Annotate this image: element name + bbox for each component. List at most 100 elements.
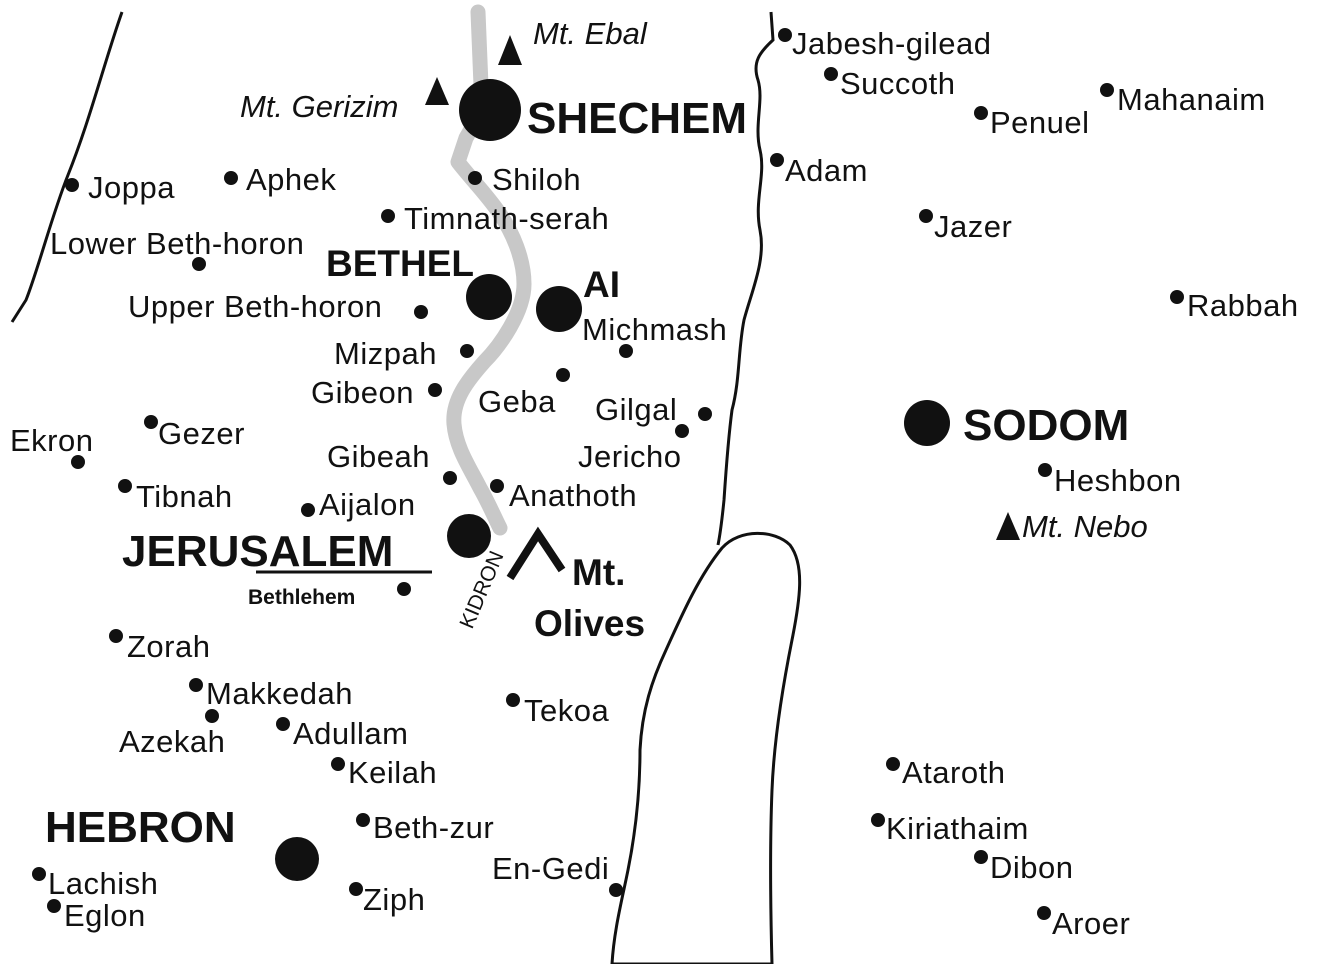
jerusalem-marker (447, 514, 491, 558)
kidron-label: KIDRON (455, 548, 508, 632)
mahanaim-label: Mahanaim (1117, 82, 1266, 117)
gibeah-dot (443, 471, 457, 485)
adam-dot (770, 153, 784, 167)
aphek-label: Aphek (246, 162, 336, 197)
rabbah-label: Rabbah (1187, 288, 1299, 323)
adam-label: Adam (785, 153, 868, 188)
gibeon-label: Gibeon (311, 375, 414, 410)
gezer-label: Gezer (158, 416, 245, 451)
shiloh-label: Shiloh (492, 162, 581, 197)
bethel-marker (466, 274, 512, 320)
geba-dot (556, 368, 570, 382)
dibon-label: Dibon (990, 850, 1074, 885)
azekah-label: Azekah (119, 724, 225, 759)
dibon-dot (974, 850, 988, 864)
kiriathaim-dot (871, 813, 885, 827)
ziph-label: Ziph (363, 882, 425, 917)
lachish-dot (32, 867, 46, 881)
lachish-label: Lachish (48, 866, 158, 901)
tekoa-label: Tekoa (524, 693, 609, 728)
michmash-label: Michmash (582, 312, 727, 347)
adullam-dot (276, 717, 290, 731)
mt-nebo-icon (996, 512, 1020, 540)
gezer-dot (144, 415, 158, 429)
tibnah-dot (118, 479, 132, 493)
sodom-label: SODOM (963, 401, 1129, 450)
ai-marker (536, 286, 582, 332)
heshbon-label: Heshbon (1054, 463, 1182, 498)
lower-beth-horon-label: Lower Beth-horon (50, 226, 304, 261)
mt-olives-label-line1: Mt. (572, 552, 625, 593)
heshbon-dot (1038, 463, 1052, 477)
rabbah-dot (1170, 290, 1184, 304)
shechem-marker (459, 79, 521, 141)
keilah-label: Keilah (348, 755, 437, 790)
upper-beth-horon-dot (414, 305, 428, 319)
ekron-label: Ekron (10, 423, 93, 458)
geba-label: Geba (478, 384, 556, 419)
penuel-dot (974, 106, 988, 120)
mt-ebal-icon (498, 35, 522, 65)
aroer-dot (1037, 906, 1051, 920)
dead-sea (610, 531, 802, 964)
jericho-label: Jericho (578, 439, 681, 474)
hebron-label: HEBRON (45, 803, 236, 852)
jerusalem-label-part2: SALEM (239, 527, 393, 576)
coastline (10, 11, 124, 323)
bethlehem-dot (397, 582, 411, 596)
mt-gerizim-label: Mt. Gerizim (240, 89, 398, 124)
bethel-label: BETHEL (326, 243, 474, 284)
makkedah-label: Makkedah (206, 676, 353, 711)
jericho-dot (675, 424, 689, 438)
jordan-river (716, 11, 775, 546)
mizpah-dot (460, 344, 474, 358)
jerusalem-label: JERUSALEM (122, 527, 393, 576)
shechem-label: SHECHEM (527, 94, 747, 143)
aphek-dot (224, 171, 238, 185)
en-gedi-dot (609, 883, 623, 897)
makkedah-dot (189, 678, 203, 692)
ataroth-label: Ataroth (902, 755, 1005, 790)
shiloh-dot (468, 171, 482, 185)
lower-beth-horon-dot (192, 257, 206, 271)
aijalon-dot (301, 503, 315, 517)
jazer-label: Jazer (934, 209, 1012, 244)
anathoth-label: Anathoth (509, 478, 637, 513)
jerusalem-label-part1: JERU (122, 527, 239, 576)
tekoa-dot (506, 693, 520, 707)
joppa-dot (65, 178, 79, 192)
tibnah-label: Tibnah (136, 479, 233, 514)
kiriathaim-label: Kiriathaim (886, 811, 1029, 846)
bethlehem-label: Bethlehem (248, 586, 355, 609)
succoth-dot (824, 67, 838, 81)
sodom-marker (904, 400, 950, 446)
mt-gerizim-icon (425, 77, 449, 105)
gilgal-dot (698, 407, 712, 421)
ekron-dot (71, 455, 85, 469)
jabesh-gilead-label: Jabesh-gilead (792, 26, 992, 61)
keilah-dot (331, 757, 345, 771)
en-gedi-label: En-Gedi (492, 851, 609, 886)
upper-beth-horon-label: Upper Beth-horon (128, 289, 382, 324)
zorah-label: Zorah (127, 629, 210, 664)
mizpah-label: Mizpah (334, 336, 437, 371)
ai-label: AI (583, 264, 620, 305)
ataroth-dot (886, 757, 900, 771)
joppa-label: Joppa (88, 170, 175, 205)
timnath-serah-label: Timnath-serah (404, 201, 609, 236)
gibeah-label: Gibeah (327, 439, 430, 474)
beth-zur-dot (356, 813, 370, 827)
ridge-route (446, 4, 532, 536)
eglon-label: Eglon (64, 898, 146, 933)
jazer-dot (919, 209, 933, 223)
anathoth-dot (490, 479, 504, 493)
aijalon-label: Aijalon (319, 487, 416, 522)
succoth-label: Succoth (840, 66, 956, 101)
penuel-label: Penuel (990, 105, 1090, 140)
eglon-dot (47, 899, 61, 913)
zorah-dot (109, 629, 123, 643)
gibeon-dot (428, 383, 442, 397)
mahanaim-dot (1100, 83, 1114, 97)
